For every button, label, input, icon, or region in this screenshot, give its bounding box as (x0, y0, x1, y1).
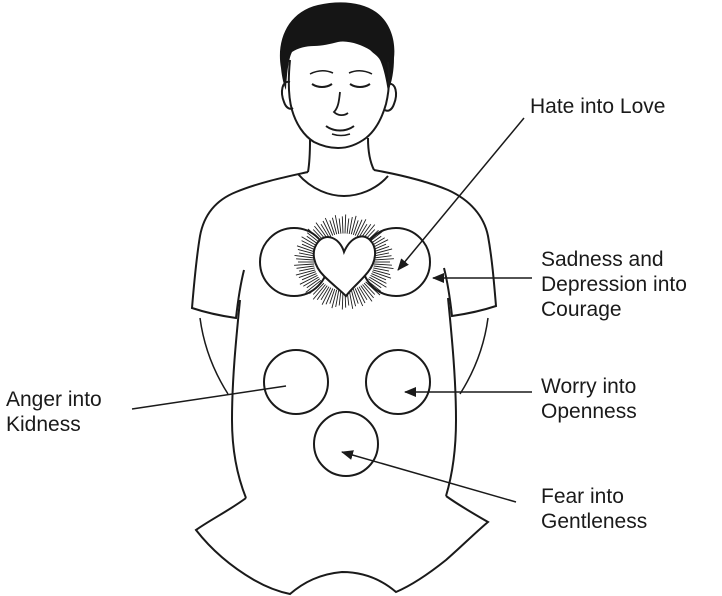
heart-ray (342, 216, 343, 233)
fear-pointer-arrow (342, 452, 516, 502)
heart-ray (294, 264, 314, 265)
right-shoulder-arm (374, 170, 496, 316)
lower-garment (196, 496, 488, 594)
hate-pointer-arrow (398, 118, 524, 270)
neck-left (308, 140, 310, 172)
torso-left (232, 300, 246, 498)
label-worry-into-openness: Worry into Openness (541, 374, 637, 424)
hair (280, 2, 394, 92)
right-abdomen-circle (366, 350, 430, 414)
right-eye (350, 84, 370, 87)
label-fear-into-gentleness: Fear into Gentleness (541, 484, 647, 534)
heart-ray (345, 215, 346, 234)
heart-ray (297, 266, 315, 268)
nose (334, 92, 348, 115)
lower-abdomen-circle (314, 412, 378, 476)
heart-ray (339, 290, 341, 305)
heart-ray (296, 259, 314, 260)
neck-right (368, 138, 374, 170)
label-sadness-into-courage: Sadness and Depression into Courage (541, 247, 687, 322)
label-hate-into-love: Hate into Love (530, 94, 665, 119)
heart-ray (347, 219, 349, 234)
lower-lip (332, 134, 350, 136)
heart-ray (374, 264, 392, 265)
left-forearm (200, 318, 228, 394)
heart-ray (374, 256, 392, 258)
mouth (326, 126, 354, 131)
label-anger-into-kidness: Anger into Kidness (6, 387, 102, 437)
left-abdomen-circle (264, 350, 328, 414)
heart-ray (374, 259, 394, 260)
heart-ray (339, 219, 341, 234)
anger-pointer-line (132, 386, 286, 409)
left-eye (312, 84, 332, 87)
right-forearm (460, 318, 488, 394)
collar (298, 174, 388, 196)
right-brow (349, 71, 372, 74)
torso-right (446, 298, 456, 496)
left-brow (310, 71, 333, 74)
